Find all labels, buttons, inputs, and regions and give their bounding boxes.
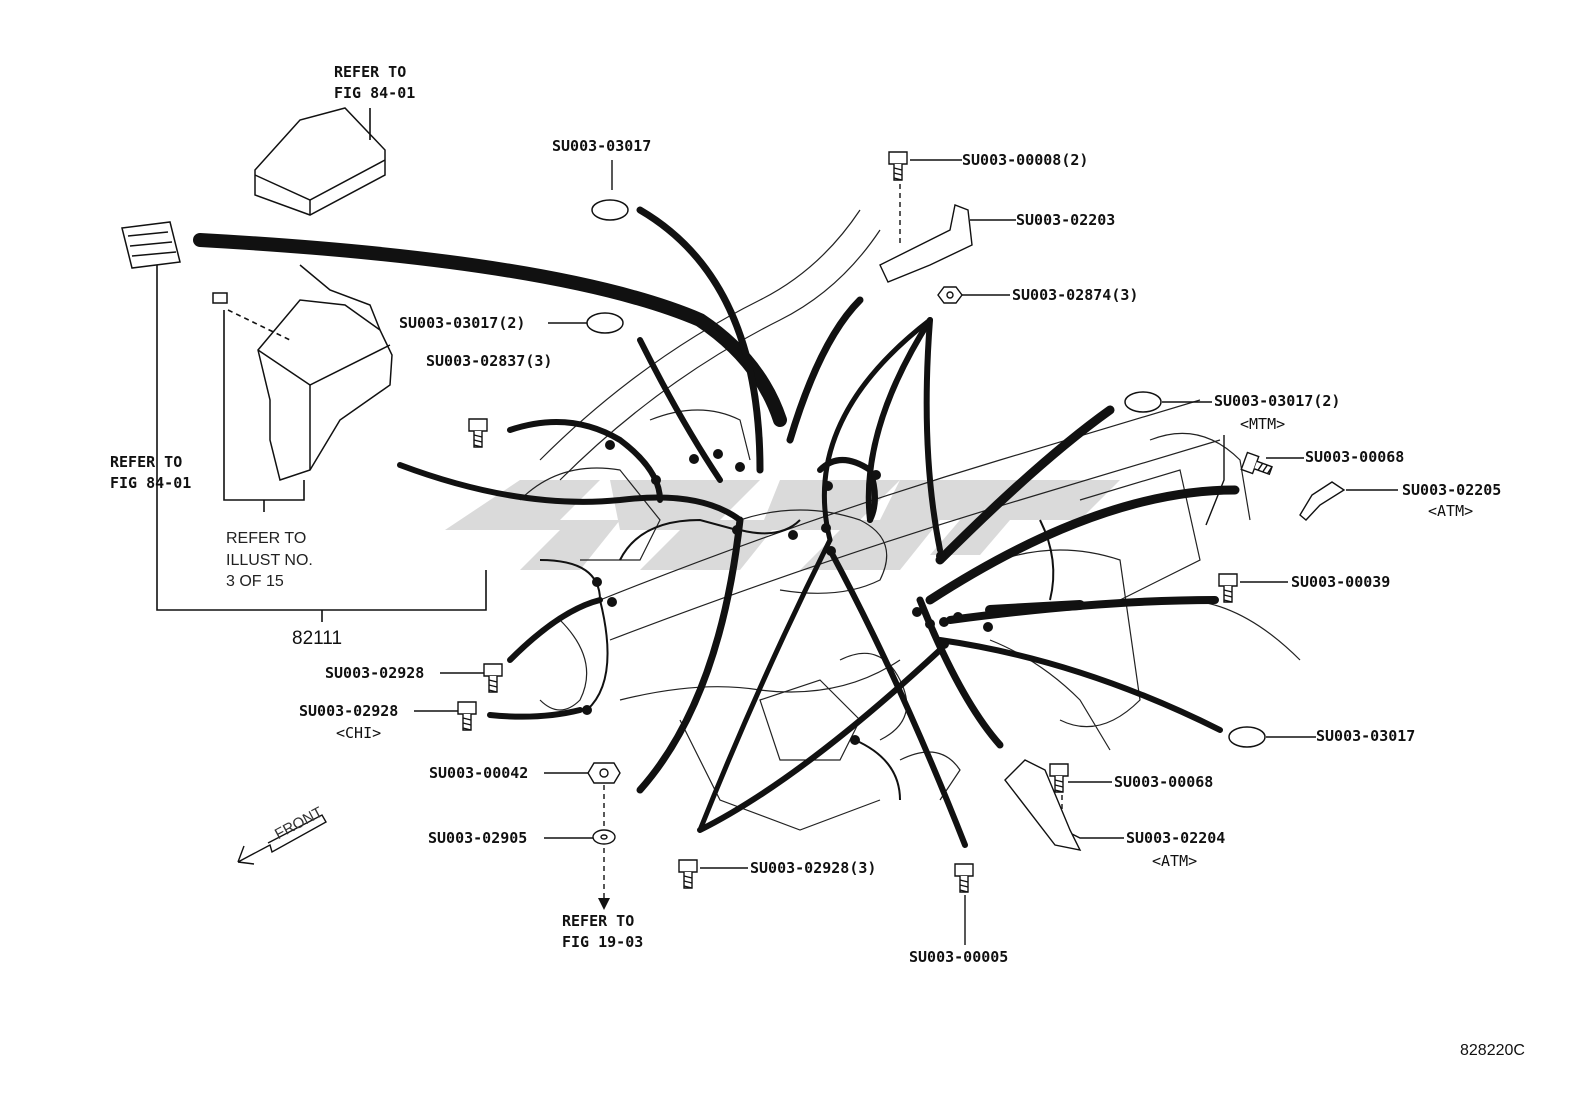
callout-su003-03017-top[interactable]: SU003-03017 — [552, 137, 652, 155]
callout-note-mtm: <MTM> — [1240, 415, 1286, 433]
bolt-icon — [1049, 763, 1069, 793]
arrow-down-icon — [598, 898, 610, 910]
nut-icons — [587, 286, 963, 845]
bolt-icon — [888, 151, 908, 181]
callout-su003-02205[interactable]: SU003-02205 — [1402, 481, 1502, 499]
refer-line: 3 OF 15 — [226, 573, 284, 591]
grommet-ellipses — [586, 199, 1266, 748]
callout-su003-03017-right[interactable]: SU003-03017 — [1316, 727, 1416, 745]
refer-line: FIG 84-01 — [334, 84, 416, 102]
figure-code: 828220C — [1460, 1042, 1525, 1059]
callout-su003-00039[interactable]: SU003-00039 — [1291, 573, 1391, 591]
bracket-02205 — [1299, 481, 1346, 521]
nut-icon — [587, 762, 621, 784]
callout-su003-02203[interactable]: SU003-02203 — [1016, 211, 1116, 229]
refer-line: REFER TO — [110, 453, 183, 471]
callout-su003-02874-3[interactable]: SU003-02874(3) — [1012, 286, 1139, 304]
bracket-parts — [879, 204, 1346, 851]
refer-line: FIG 84-01 — [110, 474, 192, 492]
refer-fig-84-01-top[interactable]: REFER TO FIG 84-01 — [334, 62, 415, 104]
bolt-icon — [483, 663, 503, 693]
harness-bundles — [193, 206, 1240, 848]
watermark-logo — [445, 480, 1120, 570]
callout-su003-00005[interactable]: SU003-00005 — [909, 948, 1009, 966]
callout-su003-00068-lower[interactable]: SU003-00068 — [1114, 773, 1214, 791]
refer-line: REFER TO — [226, 530, 307, 547]
bolt-icons — [457, 151, 1273, 893]
refer-line: FIG 19-03 — [562, 933, 644, 951]
callout-su003-02928-chi[interactable]: SU003-02928 — [299, 702, 399, 720]
bracket-02203 — [879, 204, 973, 283]
refer-fig-19-03[interactable]: REFER TO FIG 19-03 — [562, 911, 643, 953]
callout-note-atm: <ATM> — [1428, 502, 1474, 520]
refer-fig-84-01-left[interactable]: REFER TO FIG 84-01 — [110, 452, 191, 494]
callout-note-atm: <ATM> — [1152, 852, 1198, 870]
callout-su003-03017-2-mtm[interactable]: SU003-03017(2) — [1214, 392, 1341, 410]
refer-illust-3-of-15[interactable]: REFER TO ILLUST NO. 3 OF 15 — [226, 528, 313, 593]
callout-su003-02204[interactable]: SU003-02204 — [1126, 829, 1226, 847]
thin-wires — [539, 518, 1055, 801]
main-part-number[interactable]: 82111 — [292, 628, 343, 649]
callout-su003-03017-2-left[interactable]: SU003-03017(2) — [399, 314, 526, 332]
front-arrow-icon — [237, 814, 327, 865]
bolt-icon — [1240, 451, 1273, 476]
relay-box — [257, 264, 393, 481]
ecu-box — [254, 107, 386, 216]
connector-dots — [582, 440, 993, 745]
bolt-icon — [954, 863, 974, 893]
callout-su003-00042[interactable]: SU003-00042 — [429, 764, 529, 782]
callout-su003-00068-right[interactable]: SU003-00068 — [1305, 448, 1405, 466]
refer-line: REFER TO — [334, 63, 407, 81]
refer-line: REFER TO — [562, 912, 635, 930]
relay-connector — [121, 221, 228, 304]
callout-su003-02928[interactable]: SU003-02928 — [325, 664, 425, 682]
refer-brackets — [156, 108, 487, 622]
bolt-icon — [468, 418, 488, 448]
refer-line: ILLUST NO. — [226, 551, 313, 569]
washer-icon — [592, 829, 616, 845]
callout-note-chi: <CHI> — [336, 724, 382, 742]
callout-su003-02837-3[interactable]: SU003-02837(3) — [426, 352, 553, 370]
bolt-icon — [457, 701, 477, 731]
callout-su003-02905[interactable]: SU003-02905 — [428, 829, 528, 847]
leader-lines — [414, 159, 1398, 945]
callout-su003-02928-3[interactable]: SU003-02928(3) — [750, 859, 877, 877]
bolt-icon — [678, 859, 698, 889]
bolt-icon — [1218, 573, 1238, 603]
nut-icon — [937, 286, 963, 304]
bracket-02204 — [1004, 759, 1082, 851]
callout-su003-00008-2[interactable]: SU003-00008(2) — [962, 151, 1089, 169]
engine-bay-outline — [519, 209, 1301, 831]
